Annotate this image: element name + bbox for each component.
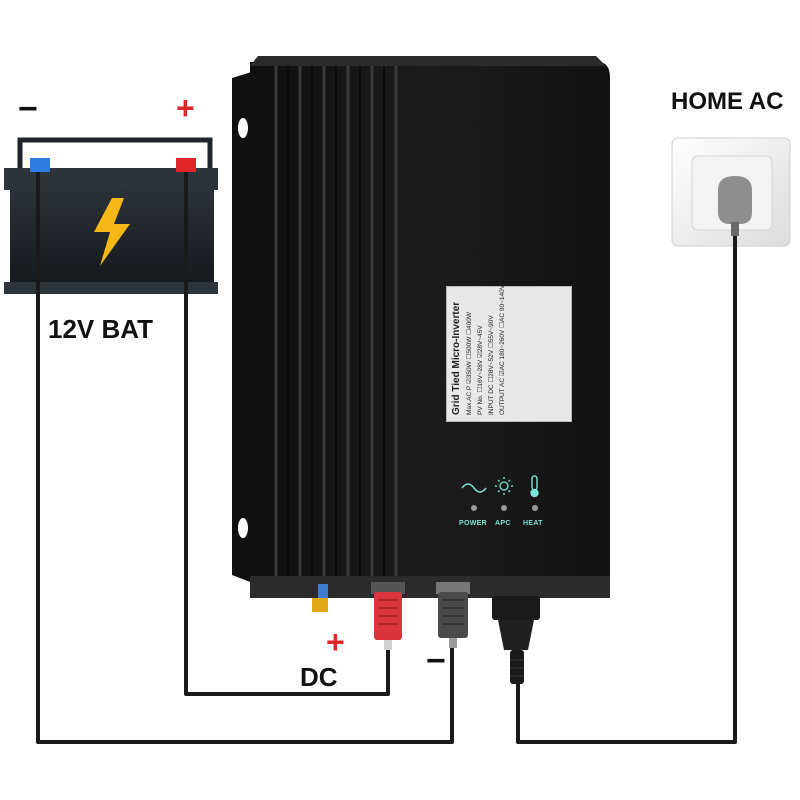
negative-post <box>30 158 50 172</box>
led-label-power: POWER <box>459 520 487 527</box>
wires <box>36 172 737 744</box>
dc-negative-sign: − <box>426 642 446 680</box>
ac-plug <box>492 596 540 684</box>
battery-lid <box>4 168 218 190</box>
power-led <box>471 505 477 511</box>
wire-battery-negative <box>36 172 454 744</box>
dc-positive-terminal <box>371 582 405 650</box>
battery <box>4 137 218 294</box>
inverter-label-sticker: Grid Tied Micro-Inverter Max.AC P ☑350W … <box>446 284 572 422</box>
led-label-heat: HEAT <box>523 520 543 527</box>
mounting-slot-bottom <box>238 518 248 538</box>
connector-plate <box>250 576 610 598</box>
lightning-bolt-icon <box>94 198 130 266</box>
wire-home-ac <box>516 236 737 744</box>
home-ac-label: HOME AC <box>671 88 784 115</box>
battery-negative-sign: − <box>18 90 38 128</box>
sticker-line: Max.AC P ☑350W ☐500W ☐400W <box>466 312 473 415</box>
heat-sink-fins <box>274 66 398 585</box>
sticker-line: OUTPUT AC ☑AC 180~260V ☐AC 90~140V <box>499 284 506 415</box>
dc-negative-terminal <box>436 582 470 648</box>
heat-led <box>532 505 538 511</box>
micro-inverter <box>232 56 610 684</box>
sticker-title: Grid Tied Micro-Inverter <box>451 301 462 415</box>
plug-head <box>718 176 752 224</box>
wire-battery-positive <box>184 172 390 696</box>
sticker-line: INPUT DC ☐28V~52V ☐55V~90V <box>488 315 495 415</box>
apc-led <box>501 505 507 511</box>
power-wave-icon <box>461 483 487 493</box>
mounting-slot-top <box>238 118 248 138</box>
positive-post <box>176 158 196 172</box>
dc-label: DC <box>300 662 338 692</box>
battery-handle <box>17 137 213 168</box>
signal-switch <box>312 584 328 612</box>
led-label-apc: APC <box>495 520 511 527</box>
sticker-line: PV No. ☐16V~28V ☑28V~45V <box>477 325 484 415</box>
inverter-body <box>250 62 610 590</box>
battery-positive-sign: + <box>176 90 195 126</box>
dc-positive-sign: + <box>326 624 345 660</box>
heat-thermometer-icon <box>530 475 539 498</box>
battery-label: 12V BAT <box>48 314 153 344</box>
apc-sun-icon <box>495 477 513 495</box>
wall-socket <box>671 137 791 247</box>
